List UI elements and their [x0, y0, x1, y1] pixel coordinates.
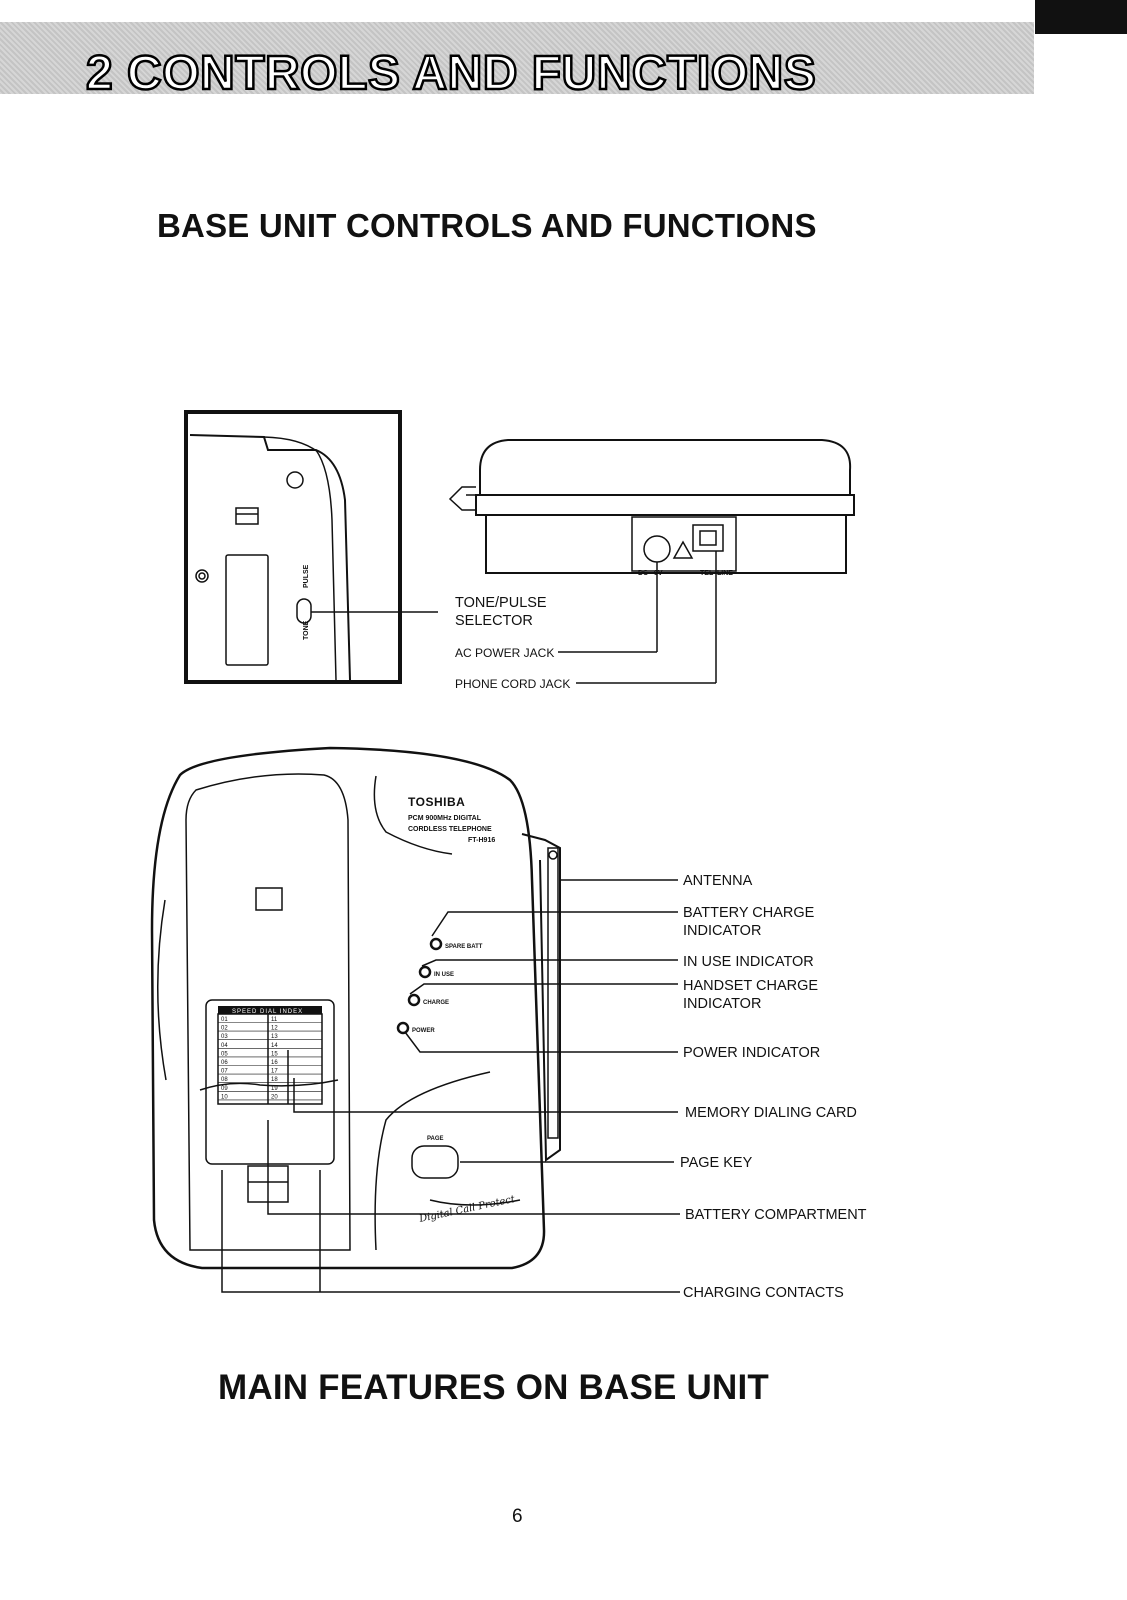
page-key-text: PAGE	[427, 1136, 444, 1142]
in-use-text: IN USE	[434, 972, 454, 978]
speed-dial-right-14: 14	[271, 1043, 278, 1049]
power-led	[396, 1021, 410, 1035]
speed-dial-right-12: 12	[271, 1026, 278, 1032]
speed-dial-left-09: 09	[221, 1086, 228, 1092]
tel-mark: TEL	[700, 570, 714, 577]
speed-dial-header: SPEED DIAL INDEX	[232, 1009, 303, 1015]
callout-charging-contacts: CHARGING CONTACTS	[683, 1285, 844, 1301]
speed-dial-header-bar	[218, 1006, 322, 1014]
callout-memory-card: MEMORY DIALING CARD	[685, 1105, 857, 1121]
callout-handset-charge-2: INDICATOR	[683, 996, 761, 1012]
model-line-2: CORDLESS TELEPHONE	[408, 826, 492, 833]
callout-battery-charge-1: BATTERY CHARGE	[683, 905, 815, 921]
power-text: POWER	[412, 1028, 435, 1034]
callout-battery-compartment: BATTERY COMPARTMENT	[685, 1207, 867, 1223]
main-features-heading: MAIN FEATURES ON BASE UNIT	[218, 1368, 769, 1407]
speed-dial-right-15: 15	[271, 1051, 278, 1057]
speed-dial-left-10: 10	[221, 1094, 228, 1100]
speed-dial-left-07: 07	[221, 1069, 228, 1075]
label-tone-pulse-line2: SELECTOR	[455, 613, 533, 629]
speed-dial-right-20: 20	[271, 1094, 278, 1100]
speed-dial-right-16: 16	[271, 1060, 278, 1066]
speed-dial-left-04: 04	[221, 1043, 228, 1049]
speed-dial-right-13: 13	[271, 1034, 278, 1040]
in-use-led	[418, 965, 432, 979]
inset-closeup	[184, 410, 438, 684]
speed-dial-left-03: 03	[221, 1034, 228, 1040]
speed-dial-left-02: 02	[221, 1026, 228, 1032]
charge-led	[407, 993, 421, 1007]
callout-in-use: IN USE INDICATOR	[683, 954, 814, 970]
callout-antenna: ANTENNA	[683, 873, 753, 889]
label-ac-power-jack: AC POWER JACK	[455, 646, 554, 660]
model-line-3: FT-H916	[468, 837, 495, 844]
spare-batt-led	[429, 937, 443, 951]
signature-text: Digital Call Protect	[417, 1194, 517, 1225]
speed-dial-right-17: 17	[271, 1069, 278, 1075]
speed-dial-left-08: 08	[221, 1077, 228, 1083]
callout-page-key: PAGE KEY	[680, 1155, 753, 1171]
page-key	[411, 1145, 459, 1179]
speed-dial-left-06: 06	[221, 1060, 228, 1066]
label-tone-pulse-line1: TONE/PULSE	[455, 595, 547, 611]
chapter-banner: 2 CONTROLS AND FUNCTIONS	[0, 22, 1034, 101]
callout-battery-charge-2: INDICATOR	[683, 923, 761, 939]
speed-dial-right-11: 11	[271, 1017, 278, 1023]
callout-power: POWER INDICATOR	[683, 1045, 820, 1061]
callout-handset-charge-1: HANDSET CHARGE	[683, 978, 818, 994]
pulse-mark: PULSE	[303, 564, 310, 588]
speed-dial-right-18: 18	[271, 1077, 278, 1083]
ac-power-jack	[643, 535, 671, 563]
tone-mark: TONE	[303, 620, 310, 640]
speed-dial-left-05: 05	[221, 1051, 228, 1057]
phone-cord-jack	[692, 524, 724, 552]
spare-batt-text: SPARE BATT	[445, 944, 483, 950]
label-phone-cord-jack: PHONE CORD JACK	[455, 677, 570, 691]
speed-dial-left-01: 01	[221, 1017, 228, 1023]
dc-mark: DC	[638, 570, 648, 577]
base-unit-heading: BASE UNIT CONTROLS AND FUNCTIONS	[157, 207, 817, 244]
tone-pulse-switch	[296, 598, 312, 624]
model-line-1: PCM 900MHz DIGITAL	[408, 815, 482, 822]
line-mark: LINE	[717, 570, 733, 577]
brand-logo-text: TOSHIBA	[408, 795, 465, 809]
chapter-title: 2 CONTROLS AND FUNCTIONS	[85, 46, 817, 102]
speed-dial-rows: 01 11 02 12 03 13 04 14 05 15 06 16 07 17 08 18 09 19 10 20	[218, 1017, 322, 1100]
speed-dial-right-19: 19	[271, 1086, 278, 1092]
corner-black-tab	[1035, 0, 1127, 34]
nine-v-mark: 9V	[654, 570, 663, 577]
charge-text: CHARGE	[423, 1000, 449, 1006]
page-number: 6	[512, 1506, 523, 1527]
base-front-view	[150, 746, 680, 1293]
base-top-view	[448, 439, 855, 684]
